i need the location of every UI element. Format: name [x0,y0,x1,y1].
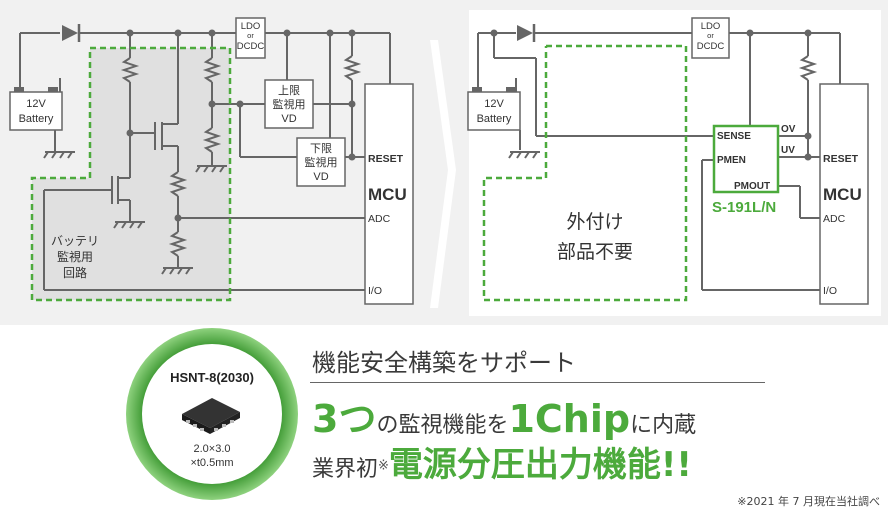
package-dims-1: 2.0×3.0 [193,443,230,455]
no-external-line2: 部品不要 [557,241,633,263]
lower-vd-line3: VD [313,171,328,183]
upper-vd-line1: 上限 [278,84,300,97]
battery-label-left: Battery [19,113,54,125]
s191-chip-box [712,124,780,194]
package-chip-icon [182,398,240,434]
right-circuit [477,32,841,291]
pmout-pin: PMOUT [734,181,770,192]
upper-vd-line2: 監視用 [273,97,306,111]
adc-label-left: ADC [368,213,391,225]
junction-dots-left [126,29,356,222]
battery-box-left [9,91,63,131]
monitor-text: の監視機能を [376,413,509,438]
mcu-box-left [364,83,414,305]
chip-name: S-191L/N [712,199,776,216]
diode-right [517,25,533,41]
upper-vd-line3: VD [281,113,296,125]
battery-monitor-dashed-box [30,46,232,302]
battery-box-right [467,91,521,131]
diode-left [62,25,78,41]
battery-monitor-label-2: 監視用 [57,249,93,264]
ldo-label-right: LDO [701,21,721,32]
lower-vd-box [296,137,346,187]
reset-label-right: RESET [823,153,859,165]
right-panel [469,10,881,316]
mcu-label-left: MCU [368,185,407,204]
big-feature: 電源分圧出力機能!! [388,445,692,485]
uv-pin: UV [781,145,795,156]
one-chip: 1Chip [508,397,631,441]
battery-monitor-label-1: バッテリ [51,234,99,248]
sense-pin: SENSE [717,131,751,142]
headline-line1: 3つの監視機能を1Chipに内蔵 [312,388,696,443]
no-parts-dashed-box [482,44,688,302]
dcdc-label-right: DCDC [697,41,725,52]
battery-label-right: Battery [477,113,512,125]
battery-voltage-right: 12V [484,98,504,110]
ldo-box-right [691,17,730,59]
adc-label-right: ADC [823,213,846,225]
transition-arrow-icon [430,40,456,308]
mcu-label-right: MCU [823,185,862,204]
footnote: ※2021 年 7 月現在当社調べ [737,495,880,508]
ov-pin: OV [781,124,796,135]
built-in-text: に内蔵 [630,413,697,438]
lower-vd-line1: 下限 [310,142,332,155]
headline-title: 機能安全構築をサポート [312,349,576,377]
io-label-left: I/O [368,285,382,297]
package-dims-2: ×t0.5mm [190,457,233,469]
dcdc-label-left: DCDC [237,41,265,52]
pmen-pin: PMEN [717,155,746,166]
industry-first: 業界初 [312,457,379,482]
ldo-or-right: or [707,31,714,40]
no-external-line1: 外付け [566,211,623,233]
mcu-box-right [819,83,869,305]
package-name: HSNT-8(2030) [170,370,254,385]
lower-vd-line2: 監視用 [305,155,338,169]
note-mark: ※ [378,458,389,474]
battery-voltage-left: 12V [26,98,46,110]
reset-label-left: RESET [368,153,404,165]
ground-symbols-left [43,150,227,275]
battery-monitor-label-3: 回路 [63,265,87,280]
junction-dots-right [490,29,812,161]
headline-divider [310,382,765,383]
upper-vd-box [264,79,314,129]
ldo-label-left: LDO [241,21,261,32]
headline-line2: 業界初※電源分圧出力機能!! [312,437,692,486]
io-label-right: I/O [823,285,837,297]
ldo-or-left: or [247,31,254,40]
ldo-box-left [235,17,266,59]
three-functions: 3つ [312,397,377,441]
